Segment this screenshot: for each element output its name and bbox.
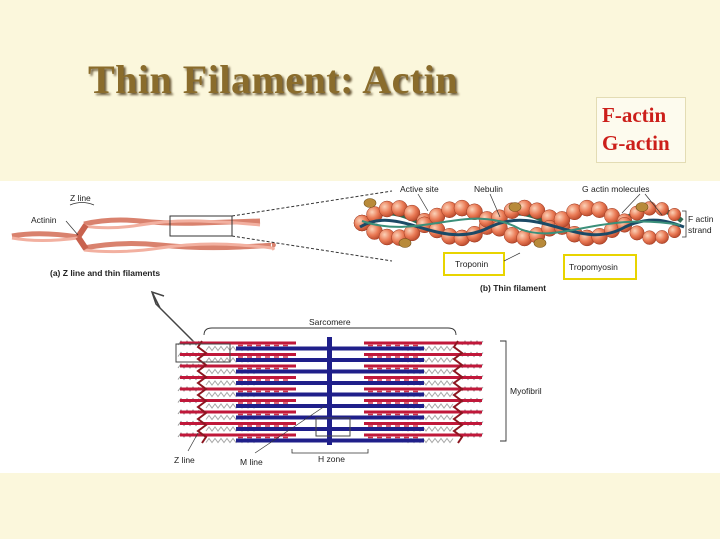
keyword-g-actin: G-actin xyxy=(602,131,670,155)
g-actin-leader-2 xyxy=(644,193,663,216)
troponin-callout xyxy=(443,252,505,276)
m-line xyxy=(327,337,332,445)
actinin-leader xyxy=(65,220,79,236)
label-m-line: M line xyxy=(240,457,263,467)
label-nebulin: Nebulin xyxy=(474,184,503,194)
thin-filament-lower xyxy=(83,241,276,254)
g-actin-bead xyxy=(655,230,669,244)
active-site-leader xyxy=(417,193,429,212)
caption-b-prefix: (b) xyxy=(480,283,491,293)
label-g-actin: G actin molecules xyxy=(582,184,650,194)
z-line-bracket xyxy=(69,202,95,206)
troponin-leader xyxy=(503,252,521,262)
z-line-left xyxy=(196,340,208,444)
h-zone-bracket xyxy=(291,449,369,454)
g-actin-leader-1 xyxy=(621,193,641,214)
troponin-complex-4 xyxy=(533,238,547,248)
tropomyosin-callout xyxy=(563,254,637,280)
figure-canvas: Z line Actinin (a) Z line and thin filam… xyxy=(11,184,714,467)
z-line-right xyxy=(452,340,464,444)
m-line-leader xyxy=(254,405,326,454)
label-myofibril: Myofibril xyxy=(510,386,542,396)
panel-a: Z line Actinin (a) Z line and thin filam… xyxy=(11,190,393,278)
sarcomere-figure: Z line Actinin (a) Z line and thin filam… xyxy=(0,181,720,473)
caption-a-prefix: (a) xyxy=(50,268,61,278)
magnify-arrow xyxy=(150,290,197,345)
keyword-box: F-actin G-actin xyxy=(596,97,686,163)
caption-b-text: Thin filament xyxy=(493,283,546,293)
magnified-region-box xyxy=(169,215,233,237)
label-actinin: Actinin xyxy=(31,215,57,225)
thin-filament-upper xyxy=(83,217,261,230)
f-actin-bracket xyxy=(682,210,687,238)
z-line-leader xyxy=(187,432,199,452)
slide-title: Thin Filament: Actin xyxy=(88,57,459,102)
sarcomere-bracket xyxy=(203,327,457,336)
caption-a: (a) Z line and thin filaments xyxy=(50,268,160,278)
nebulin-leader xyxy=(489,193,501,218)
g-actin-bead xyxy=(667,207,682,222)
z-line-detail-box xyxy=(175,343,231,363)
g-actin-bead xyxy=(655,202,669,216)
zoom-line-top xyxy=(231,190,393,217)
label-f-actin: F actin xyxy=(688,214,714,224)
g-actin-bead xyxy=(528,202,546,219)
myofibril-bracket xyxy=(500,340,507,442)
troponin-complex-5 xyxy=(635,202,649,212)
zoom-line-bottom xyxy=(231,235,393,262)
label-tropomyosin: Tropomyosin xyxy=(569,262,618,272)
label-troponin: Troponin xyxy=(455,259,489,269)
g-actin-bead xyxy=(629,225,645,241)
label-sarcomere: Sarcomere xyxy=(309,317,351,327)
caption-b: (b) Thin filament xyxy=(480,283,546,293)
troponin-complex-2 xyxy=(398,238,412,248)
label-z-line-c: Z line xyxy=(174,455,195,465)
troponin-complex-1 xyxy=(363,198,377,208)
panel-b: Active site Nebulin G actin molecules F … xyxy=(353,184,714,293)
g-actin-bead xyxy=(466,203,483,221)
nebulin-strand xyxy=(361,217,681,235)
label-z-line-a: Z line xyxy=(70,193,91,203)
z-line-branch xyxy=(75,223,89,251)
label-f-actin-strand: strand xyxy=(688,225,712,235)
z-line-zigzags xyxy=(196,340,464,444)
panel-c: Sarcomere Myofibril Z line M line H zone xyxy=(150,290,542,467)
keyword-f-actin: F-actin xyxy=(602,103,667,127)
g-actin-bead xyxy=(403,204,421,222)
troponin-complexes xyxy=(363,198,649,248)
label-active-site: Active site xyxy=(400,184,439,194)
thin-filament-left xyxy=(11,231,79,242)
h-zone-detail-box xyxy=(315,417,351,437)
troponin-complex-3 xyxy=(508,202,522,212)
label-h-zone: H zone xyxy=(318,454,345,464)
g-actin-bead xyxy=(667,224,682,239)
caption-a-text: Z line and thin filaments xyxy=(63,268,161,278)
g-actin-bead xyxy=(642,230,657,245)
